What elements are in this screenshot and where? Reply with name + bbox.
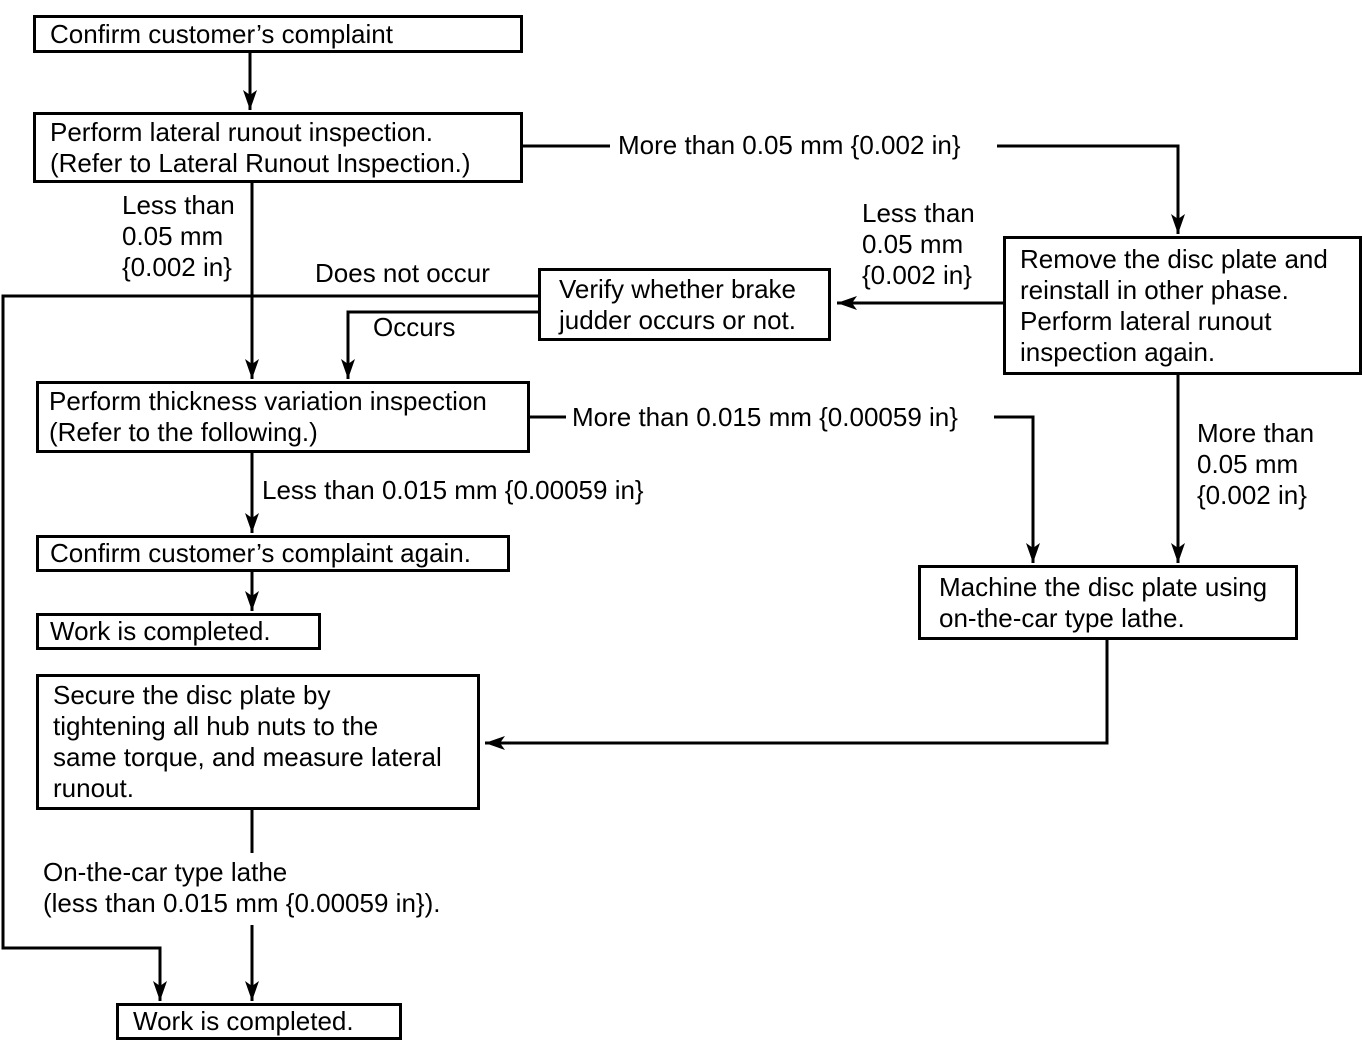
label-on-the-car-lathe: On-the-car type lathe (less than 0.015 m… xyxy=(43,857,441,918)
edge-thickness-to-machine-more-than xyxy=(530,415,1033,563)
label-more-than-005-top: More than 0.05 mm {0.002 in} xyxy=(618,130,961,160)
edge-verify-occurs-to-thickness xyxy=(341,310,538,379)
edge-verify-does-not-occur-to-work xyxy=(1,294,538,1001)
node-remove-disc-plate: Remove the disc plate and reinstall in o… xyxy=(1003,236,1362,375)
node-work-completed-upper: Work is completed. xyxy=(36,613,321,650)
node-work-completed-lower: Work is completed. xyxy=(116,1003,402,1040)
label-less-than-0015: Less than 0.015 mm {0.00059 in} xyxy=(262,475,644,505)
node-machine-disc-plate: Machine the disc plate using on-the-car … xyxy=(918,565,1298,640)
node-confirm-complaint: Confirm customer’s complaint xyxy=(33,15,523,53)
label-less-than-005-mid: Less than 0.05 mm {0.002 in} xyxy=(862,198,975,290)
edge-machine-to-secure xyxy=(485,640,1109,750)
node-confirm-complaint-again: Confirm customer’s complaint again. xyxy=(36,535,510,572)
label-more-than-005-right: More than 0.05 mm {0.002 in} xyxy=(1197,418,1315,510)
node-lateral-runout-inspection: Perform lateral runout inspection. (Refe… xyxy=(33,112,523,183)
label-more-than-0015: More than 0.015 mm {0.00059 in} xyxy=(572,402,958,432)
node-thickness-variation-inspection: Perform thickness variation inspection (… xyxy=(36,381,530,453)
label-less-than-005-left: Less than 0.05 mm {0.002 in} xyxy=(122,190,235,282)
node-verify-brake-judder: Verify whether brake judder occurs or no… xyxy=(538,268,831,341)
node-secure-disc-plate: Secure the disc plate by tightening all … xyxy=(36,674,480,810)
label-occurs: Occurs xyxy=(373,312,456,342)
label-does-not-occur: Does not occur xyxy=(315,258,490,288)
edge-lateral-to-remove-more-than xyxy=(523,144,1178,234)
